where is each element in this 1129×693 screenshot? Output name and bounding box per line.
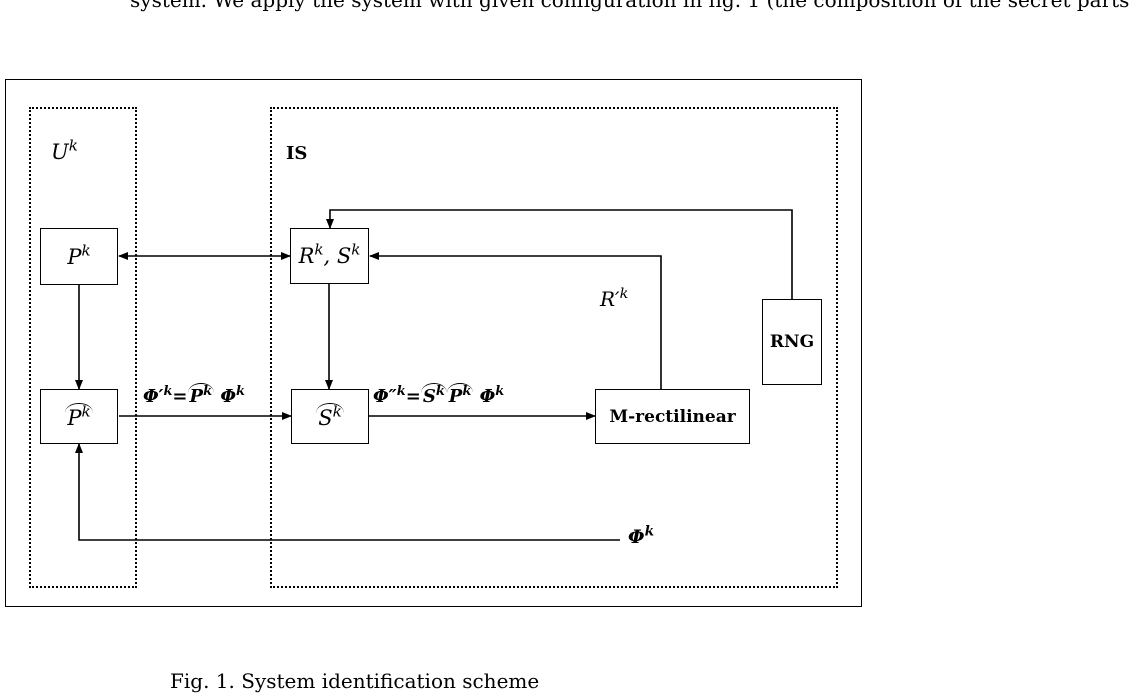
diagram-frame bbox=[5, 79, 862, 607]
diagram-wires bbox=[75, 209, 793, 541]
node-p: Pk bbox=[40, 228, 118, 285]
system-region bbox=[270, 107, 838, 588]
node-s-hat: Sk bbox=[291, 389, 369, 444]
user-region bbox=[29, 107, 137, 588]
node-p-hat: Pk bbox=[40, 389, 118, 444]
node-rng: RNG bbox=[762, 299, 822, 385]
system-region-label: IS bbox=[286, 143, 308, 164]
node-m-rectilinear: M-rectilinear bbox=[595, 389, 750, 444]
caption-text-fragment: Fig. 1. System identification scheme bbox=[170, 669, 540, 693]
phi-to-phat-edge bbox=[75, 443, 620, 541]
node-rs: Rk, Sk bbox=[290, 228, 369, 284]
edge-label-phi: Φk bbox=[628, 523, 655, 548]
edge-label-phi-prime: Φ′k=Pk Φk bbox=[143, 383, 245, 407]
header-text-fragment: system. We apply the system with given c… bbox=[130, 0, 1129, 12]
mrect-to-rs-edge bbox=[369, 252, 662, 389]
rng-to-rs-edge bbox=[326, 209, 793, 299]
edge-label-r-prime: R′k bbox=[600, 286, 629, 311]
user-region-label: Uk bbox=[51, 136, 78, 164]
